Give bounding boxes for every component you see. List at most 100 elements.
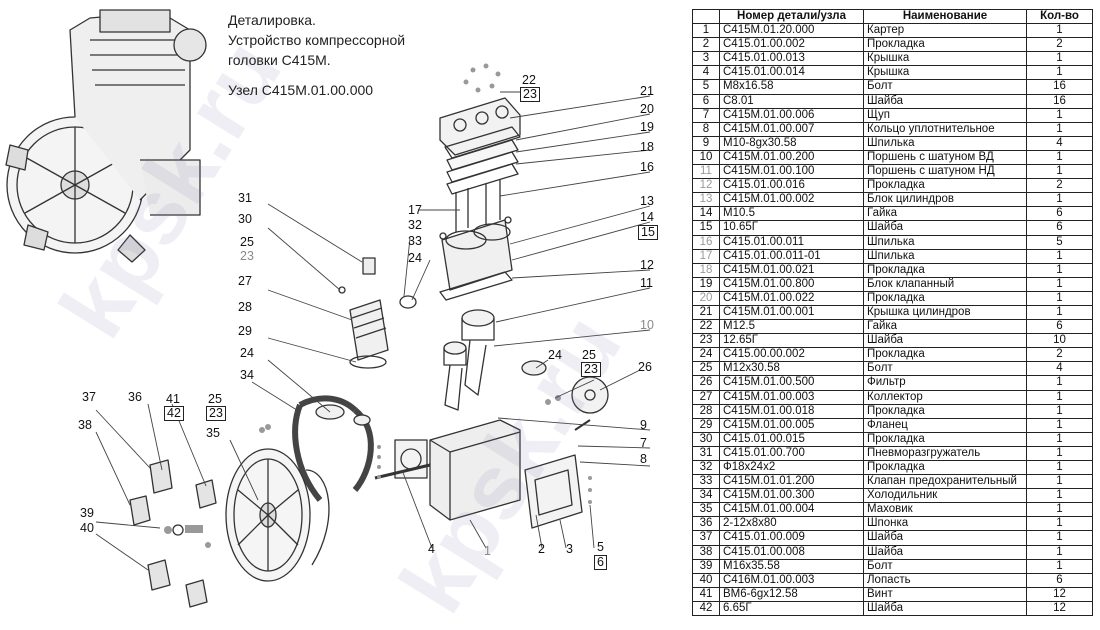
callout-27: 27 (238, 274, 252, 288)
row-index: 40 (692, 572, 720, 588)
callout-5: 5 (597, 540, 604, 554)
row-part-number: С415.01.00.015 (719, 431, 864, 447)
row-name: Болт (863, 558, 1027, 574)
callout-25-flywheel: 25 (208, 392, 222, 406)
callout-29: 29 (238, 324, 252, 338)
row-index: 23 (692, 333, 720, 349)
row-index: 39 (692, 558, 720, 574)
row-quantity: 1 (1026, 192, 1093, 208)
row-index: 15 (692, 220, 720, 236)
row-quantity: 1 (1026, 23, 1093, 39)
row-quantity: 1 (1026, 276, 1093, 292)
callout-24-left: 24 (240, 346, 254, 360)
row-part-number: С415М.01.00.100 (719, 164, 864, 180)
row-part-number: С415.01.00.016 (719, 178, 864, 194)
row-index: 27 (692, 389, 720, 405)
row-index: 19 (692, 276, 720, 292)
callout-30: 30 (238, 212, 252, 226)
cylinder-head-stack (439, 97, 521, 301)
callout-41: 41 (166, 392, 180, 406)
diagram-title: Деталировка. Устройство компрессорной го… (228, 10, 405, 100)
row-name: Холодильник (863, 488, 1027, 504)
row-name: Прокладка (863, 403, 1027, 419)
row-quantity: 1 (1026, 431, 1093, 447)
row-part-number: С416М.01.00.003 (719, 572, 864, 588)
row-quantity: 2 (1026, 347, 1093, 363)
row-part-number: 2-12х8х80 (719, 516, 864, 532)
row-quantity: 12 (1026, 586, 1093, 602)
row-part-number: С415.01.00.014 (719, 65, 864, 81)
callout-26: 26 (638, 360, 652, 374)
row-name: Шайба (863, 600, 1027, 617)
row-name: Винт (863, 586, 1027, 602)
row-index: 9 (692, 135, 720, 151)
row-index: 33 (692, 474, 720, 490)
callout-2: 2 (538, 542, 545, 556)
callout-36: 36 (128, 390, 142, 404)
row-index: 12 (692, 178, 720, 194)
row-part-number: С8.01 (719, 93, 864, 109)
callout-25-right: 25 (582, 348, 596, 362)
row-name: Шпилька (863, 248, 1027, 264)
title-line-2: Устройство компрессорной (228, 32, 406, 48)
row-part-number: С415М.01.00.003 (719, 389, 864, 405)
assembly-number: Узел С415М.01.00.000 (228, 82, 374, 98)
row-part-number: С415М.01.00.004 (719, 502, 864, 518)
row-name: Шпилька (863, 135, 1027, 151)
row-part-number: С415М.01.00.500 (719, 375, 864, 391)
row-name: Гайка (863, 206, 1027, 222)
row-quantity: 1 (1026, 389, 1093, 405)
row-name: Шпонка (863, 516, 1027, 532)
pistons-and-rods (443, 309, 495, 411)
row-quantity: 1 (1026, 262, 1093, 278)
row-quantity: 1 (1026, 544, 1093, 560)
row-quantity: 1 (1026, 164, 1093, 180)
row-quantity: 1 (1026, 502, 1093, 518)
row-index: 20 (692, 290, 720, 306)
callout-8: 8 (640, 452, 647, 466)
parts-table-header: Номер детали/узла Наименование Кол-во (692, 8, 1093, 25)
row-quantity: 1 (1026, 488, 1093, 504)
row-part-number: С415.01.00.002 (719, 37, 864, 53)
row-name: Коллектор (863, 389, 1027, 405)
callout-23-flywheel: 23 (206, 406, 226, 421)
crankcase (374, 419, 591, 529)
row-part-number: С415М.01.00.021 (719, 262, 864, 278)
row-name: Шайба (863, 333, 1027, 349)
row-quantity: 6 (1026, 206, 1093, 222)
callout-4: 4 (428, 542, 435, 556)
row-part-number: С415М.01.01.200 (719, 474, 864, 490)
row-quantity: 10 (1026, 333, 1093, 349)
callout-34: 34 (240, 368, 254, 382)
row-name: Прокладка (863, 290, 1027, 306)
row-part-number: ВМ6-6gх12.58 (719, 586, 864, 602)
row-name: Шайба (863, 530, 1027, 546)
row-quantity: 2 (1026, 178, 1093, 194)
callout-18: 18 (640, 140, 654, 154)
header-quantity: Кол-во (1026, 8, 1093, 25)
row-name: Прокладка (863, 37, 1027, 53)
row-name: Прокладка (863, 431, 1027, 447)
row-name: Поршень с шатуном ВД (863, 149, 1027, 166)
callout-32: 32 (408, 218, 422, 232)
row-quantity: 2 (1026, 37, 1093, 53)
row-index: 29 (692, 417, 720, 433)
row-index: 24 (692, 347, 720, 363)
row-quantity: 6 (1026, 572, 1093, 588)
row-name: Болт (863, 79, 1027, 95)
row-name: Прокладка (863, 459, 1027, 476)
callout-28: 28 (238, 300, 252, 314)
callout-24: 24 (408, 251, 422, 265)
